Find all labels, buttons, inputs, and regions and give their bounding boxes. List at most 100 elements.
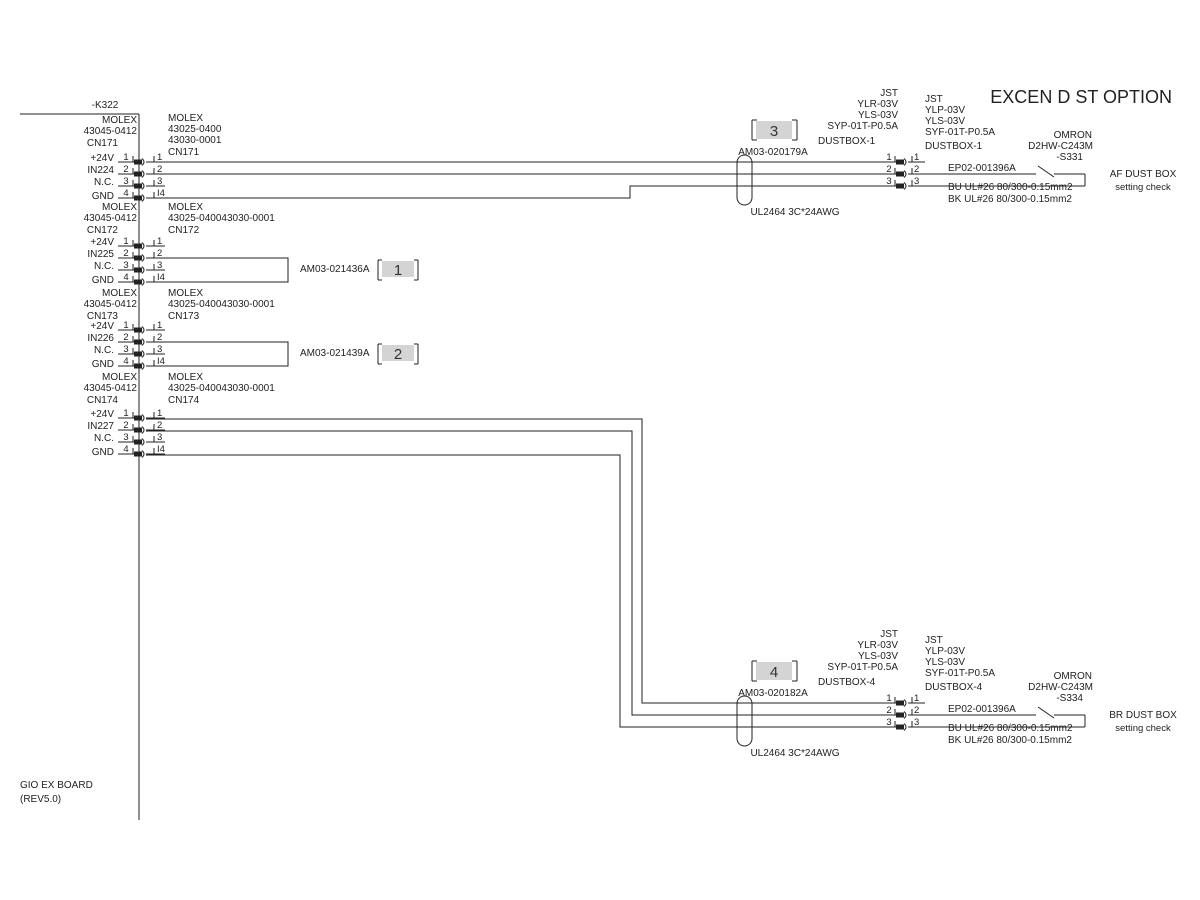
connector-pin [896, 712, 904, 718]
cable-spec: UL2464 3C*24AWG [750, 748, 839, 759]
connector-pin [134, 451, 142, 457]
mating-connector-part: 43025-040043030-0001 [168, 383, 275, 394]
harness-part-number: AM03-020179A [738, 147, 808, 158]
harness-number-box [382, 345, 414, 361]
signal-label: +24V [90, 409, 114, 420]
connector-socket [141, 450, 145, 458]
pin-number: 1 [157, 236, 162, 247]
harness-part-number: AM03-020182A [738, 688, 808, 699]
connector-pin [134, 415, 142, 421]
signal-label: GND [92, 191, 114, 202]
connector-pin [134, 267, 142, 273]
jst-connector-part: YLR-03V [857, 99, 898, 110]
jst-connector-part: SYP-01T-P0.5A [827, 662, 898, 673]
connector-socket [141, 426, 145, 434]
pin-number: 3 [914, 176, 919, 187]
harness-number: 3 [770, 123, 778, 140]
wire [146, 418, 896, 704]
jumper-loop [146, 341, 289, 367]
connector-pin [134, 351, 142, 357]
diagram-title: EXCEN D ST OPTION [990, 87, 1172, 107]
harness-number-box [756, 662, 792, 680]
switch-ref: -S334 [1056, 693, 1083, 704]
connector-socket [141, 278, 145, 286]
pin-number: 4 [123, 272, 128, 283]
pin-number: 2 [886, 705, 891, 716]
connector-pin [134, 195, 142, 201]
jumper-loop [146, 257, 289, 283]
pin-number: 1 [157, 408, 162, 419]
connector-socket [141, 362, 145, 370]
connector-pin [134, 183, 142, 189]
signal-label: GND [92, 275, 114, 286]
connector-pin [134, 327, 142, 333]
connector-part: 43045-0412 [84, 299, 138, 310]
connector-id: CN173 [87, 311, 119, 322]
connector-pin [134, 171, 142, 177]
jst-connector-part: YLR-03V [857, 640, 898, 651]
switch-contact [1037, 706, 1055, 719]
pin-number: 2 [886, 164, 891, 175]
mating-connector-part: MOLEX [168, 372, 203, 383]
mating-connector-part: MOLEX [168, 113, 203, 124]
mating-connector-part: 43025-040043030-0001 [168, 213, 275, 224]
jst-connector-name: DUSTBOX-4 [925, 682, 983, 693]
mating-connector-id: CN173 [168, 311, 200, 322]
pin-number: 3 [157, 344, 162, 355]
board-rev: (REV5.0) [20, 794, 61, 805]
connector-socket [141, 338, 145, 346]
pin-number: 2 [914, 164, 919, 175]
pin-number: 1 [914, 693, 919, 704]
signal-label: IN226 [87, 333, 114, 344]
pin-number: 2 [914, 705, 919, 716]
wire-spec: BK UL#26 80/300-0.15mm2 [948, 194, 1072, 205]
pin-number: 2 [123, 164, 128, 175]
mating-connector-part: 43025-0400 [168, 124, 222, 135]
harness-number-box [382, 261, 414, 277]
switch-part: D2HW-C243M [1028, 682, 1093, 693]
mating-connector-id: CN174 [168, 395, 200, 406]
mating-connector-id: CN172 [168, 225, 200, 236]
jst-connector-part: YLS-03V [925, 657, 965, 668]
harness-number: 1 [394, 262, 402, 279]
jst-connector-part: SYF-01T-P0.5A [925, 127, 995, 138]
signal-label: +24V [90, 153, 114, 164]
jst-connector-part: YLP-03V [925, 105, 965, 116]
pin-number: 1 [123, 152, 128, 163]
pin-number: 1 [157, 152, 162, 163]
signal-label: IN225 [87, 249, 114, 260]
connector-id: CN172 [87, 225, 119, 236]
cable-spec: UL2464 3C*24AWG [750, 207, 839, 218]
connector-part: 43045-0412 [84, 383, 138, 394]
pin-number: 1 [886, 152, 891, 163]
pin-number: 2 [157, 248, 162, 259]
jst-connector-part: SYP-01T-P0.5A [827, 121, 898, 132]
switch-maker: OMRON [1054, 130, 1092, 141]
dust-box-description: setting check [1115, 723, 1171, 734]
jst-connector-part: YLS-03V [858, 110, 898, 121]
pin-number: 4 [123, 188, 128, 199]
cable-bundle-marker [736, 154, 753, 206]
jst-connector-name: DUSTBOX-1 [818, 136, 876, 147]
jst-connector-part: YLP-03V [925, 646, 965, 657]
pin-number: 3 [157, 260, 162, 271]
connector-socket [141, 414, 145, 422]
pin-number: I4 [157, 188, 165, 199]
wire-spec: BU UL#26 80/300-0.15mm2 [948, 723, 1073, 734]
pin-number: 2 [123, 420, 128, 431]
jst-connector-part: JST [925, 94, 943, 105]
pin-number: 3 [886, 176, 891, 187]
connector-socket [141, 254, 145, 262]
pin-number: 1 [886, 693, 891, 704]
signal-label: N.C. [94, 433, 114, 444]
dust-box-description: BR DUST BOX [1109, 710, 1177, 721]
cable-bundle-marker [736, 695, 753, 747]
jumper-part-number: AM03-021439A [300, 348, 370, 359]
pin-number: 2 [157, 420, 162, 431]
connector-pin [134, 363, 142, 369]
pin-number: 3 [123, 176, 128, 187]
connector-pin [134, 439, 142, 445]
wire [146, 454, 896, 728]
signal-label: N.C. [94, 177, 114, 188]
mating-connector-part: 43025-040043030-0001 [168, 299, 275, 310]
